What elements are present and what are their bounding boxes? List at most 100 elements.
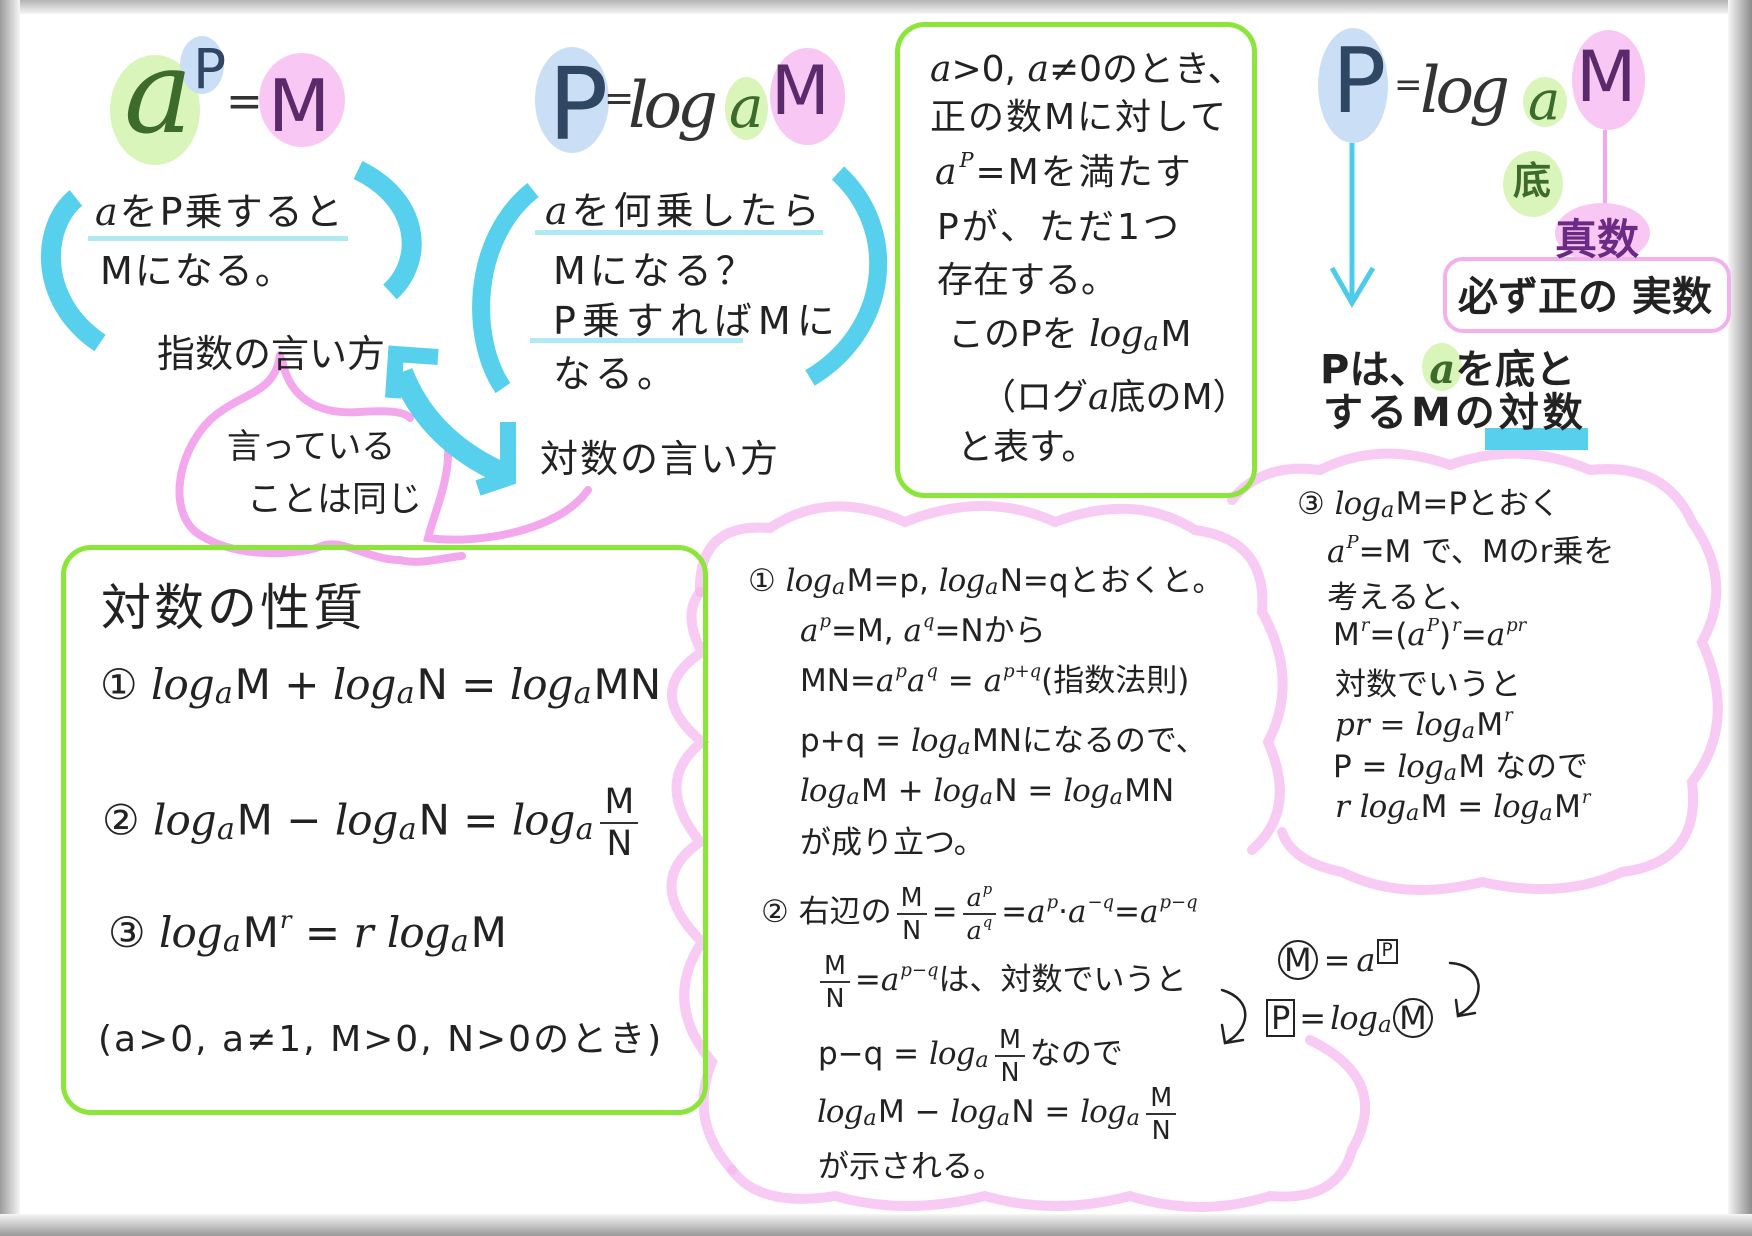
exponent-reading-line-2: Mになる。 — [100, 249, 295, 293]
log-base: a — [1126, 1105, 1140, 1132]
text-segment: するMの — [1323, 390, 1499, 436]
bubble-right-edge — [423, 441, 592, 544]
operator: = — [1114, 894, 1141, 931]
log-symbol: log — [1080, 1094, 1126, 1131]
log-base: a — [957, 734, 971, 761]
log-symbol: log — [1359, 789, 1406, 825]
log-base: a — [979, 784, 994, 811]
exponent-reading-label: 指数の言い方 — [157, 332, 386, 376]
variable: a — [1327, 534, 1346, 570]
variable: a — [1486, 617, 1506, 653]
operator: = — [1001, 894, 1028, 931]
operator: = — [1460, 617, 1487, 653]
exponent: r — [279, 904, 292, 934]
log-symbol: log — [511, 795, 576, 845]
term-sentence-line-2: するMの対数 — [1323, 393, 1587, 433]
variable: a — [906, 663, 926, 699]
term-formula-equals: = — [1394, 65, 1423, 105]
term-formula-base: a — [1528, 69, 1561, 132]
log-base-highlight — [725, 77, 768, 140]
log-base: a — [1378, 1012, 1392, 1039]
text-segment: N = — [1011, 1094, 1081, 1131]
variable: a — [800, 613, 819, 649]
proof3-line-2: aP=M で、Mのr乗を — [1327, 533, 1614, 570]
proof1-line-3: MN=apaq = ap+q(指数法則) — [800, 662, 1190, 699]
log-symbol: log — [938, 563, 985, 599]
definition-line-2: 正の数Mに対して — [930, 97, 1228, 138]
proof-thought-clouds — [666, 448, 1723, 1212]
log-form-value: M — [771, 52, 830, 131]
text-segment: をP乗すると — [119, 190, 345, 234]
circle-number: ② — [761, 894, 789, 931]
log-form-log: log — [628, 69, 718, 143]
variable: a — [1027, 894, 1046, 931]
log-base: a — [996, 1105, 1011, 1132]
frame-right-edge — [1728, 0, 1752, 1236]
variable: a — [1027, 49, 1049, 90]
log-reading-underline-1 — [535, 230, 823, 235]
circle-number: ① — [748, 563, 776, 599]
variable: a — [875, 663, 895, 699]
variable: a — [1356, 941, 1376, 979]
proof3-line-1: ③ logaM=Pとおく — [1297, 489, 1560, 522]
log-argument: M — [242, 908, 279, 957]
log-symbol: log — [509, 660, 574, 709]
log-form-equals: = — [604, 78, 635, 119]
circle-number: ① — [100, 660, 138, 709]
exponent-reading-underline — [88, 236, 348, 241]
properties-box — [61, 545, 708, 1115]
text-segment: =Mを満たす — [975, 152, 1193, 193]
variable: a — [966, 914, 982, 945]
down-arrow-icon — [1329, 143, 1376, 308]
boxed-exponent: P — [1376, 939, 1398, 964]
double-arrow-icon — [385, 345, 516, 496]
operator: + — [270, 660, 333, 709]
proof3-line-4: Mr=(aP)r=apr — [1333, 616, 1526, 653]
text-segment: =Nから — [934, 613, 1046, 649]
log-base: a — [450, 924, 469, 960]
log-left-bracket — [472, 182, 539, 394]
text-segment: 底のM） — [1109, 377, 1249, 418]
fraction-numerator: ap — [962, 881, 997, 915]
exponent: p — [982, 881, 993, 899]
log-base: a — [222, 924, 241, 960]
fraction-denominator: N — [1151, 1114, 1171, 1145]
term-value-highlight — [1572, 30, 1645, 130]
log-argument: N — [416, 660, 448, 709]
fraction-numerator: M — [600, 784, 639, 825]
exponent-right-bracket — [353, 161, 422, 300]
text-segment: MNになるので、 — [971, 723, 1207, 759]
definition-box — [895, 22, 1257, 498]
property-rule-3: ③ logaMr = r logaM — [108, 907, 507, 957]
log-reading-line-2: Mになる？ — [553, 249, 758, 293]
exp-value-highlight — [259, 53, 345, 147]
base-label: 底 — [1513, 159, 1552, 203]
exponent: r — [1504, 704, 1513, 726]
log-base: a — [831, 574, 846, 601]
log-base: a — [1143, 326, 1159, 357]
term-lhs-highlight — [1318, 28, 1388, 143]
log-argument: MN — [1124, 773, 1175, 809]
antilog-note-box — [1443, 257, 1731, 333]
coefficient: r — [353, 908, 387, 957]
log-base: a — [985, 574, 999, 601]
log-base: a — [1539, 800, 1553, 827]
exponent: q — [922, 610, 935, 632]
proof1-line-5: logaM + logaN = logaMN — [800, 773, 1175, 811]
log-reading-underline-2 — [530, 338, 743, 343]
operator: = — [1299, 999, 1327, 1037]
text-segment: N=qとおくと。 — [999, 563, 1224, 599]
same-meaning-line-2: ことは同じ — [247, 480, 423, 520]
proof1-line-1: ① logaM=p, logaN=qとおくと。 — [748, 563, 1224, 601]
log-symbol: log — [332, 660, 397, 709]
proof1-line-6: が成り立つ。 — [800, 825, 985, 861]
annotation: (指数法則) — [1041, 663, 1190, 699]
exponent-reading-line-1: aをP乗すると — [95, 193, 345, 231]
